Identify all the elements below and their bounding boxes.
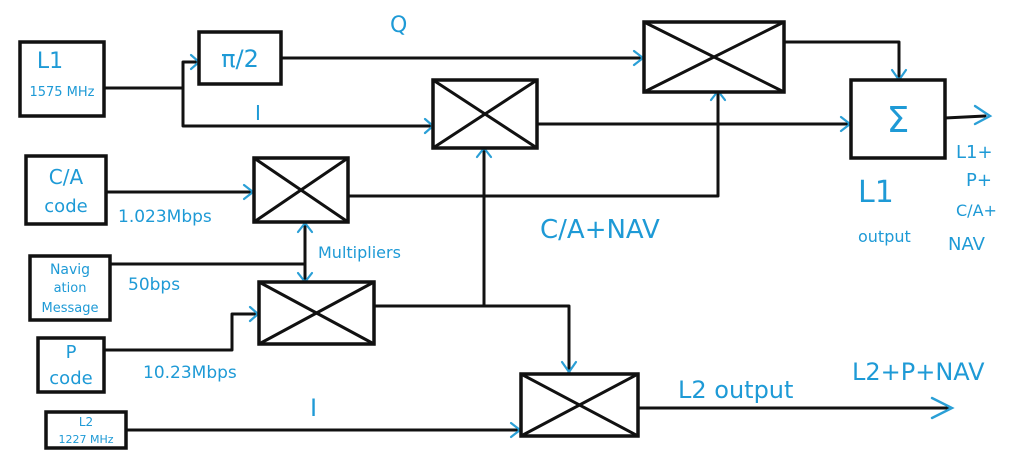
label-i-upper: I — [255, 101, 261, 125]
arrow-l2-output — [930, 396, 955, 420]
label-ca-nav: C/A+NAV — [540, 215, 660, 245]
label-multipliers: Multipliers — [318, 243, 401, 262]
ca-code-word: code — [44, 196, 87, 217]
summer-symbol: Σ — [887, 100, 910, 141]
label-l1-sum-3: C/A+ — [956, 201, 997, 220]
label-l1-sum-4: NAV — [948, 234, 986, 255]
phase-shift-label: π/2 — [221, 45, 259, 73]
wire-l1-to-phase — [181, 60, 200, 90]
q-multiplier — [642, 20, 786, 94]
label-p-rate: 10.23Mbps — [143, 363, 237, 383]
label-nav-rate: 50bps — [128, 275, 180, 295]
label-l1-output-1: L1 — [858, 175, 894, 210]
label-l1-sum-1: L1+ — [956, 142, 993, 163]
ca-nav-mixer — [252, 156, 350, 224]
arrow-down-l2-mixer — [560, 360, 578, 374]
labels: Q I 1.023Mbps Multipliers 50bps 10.23Mbp… — [118, 13, 997, 422]
i-carrier-multiplier — [431, 78, 539, 150]
ca-code-label: C/A — [49, 165, 84, 189]
arrow-l1-output — [973, 104, 993, 126]
l2-osc-label: L2 — [79, 415, 93, 429]
p-code-word: code — [49, 368, 92, 389]
l2-osc-frequency: 1227 MHz — [58, 433, 113, 446]
wire-sum-out — [943, 114, 987, 120]
label-i-lower: I — [310, 394, 317, 422]
nav-msg-line1: Navig — [50, 262, 90, 278]
p-nav-mixer — [257, 280, 376, 346]
summer: Σ — [849, 78, 947, 160]
l1-oscillator: L1 1575 MHz — [18, 40, 106, 118]
label-l1-sum-2: P+ — [966, 170, 992, 191]
p-code-source: P code — [36, 336, 106, 394]
phase-shifter: π/2 — [197, 30, 283, 86]
wire-ca-nav-out — [346, 90, 720, 198]
ca-code-source: C/A code — [24, 154, 108, 226]
label-ca-rate: 1.023Mbps — [118, 207, 212, 227]
label-l2-sum: L2+P+NAV — [852, 358, 985, 386]
l2-oscillator: L2 1227 MHz — [44, 410, 128, 450]
wire-p-code — [102, 312, 260, 352]
label-l1-output-2: output — [858, 227, 911, 246]
label-q: Q — [390, 13, 407, 38]
nav-msg-line2: ation — [54, 281, 87, 296]
wire-p-out — [372, 304, 571, 374]
label-l2-output: L2 output — [678, 376, 793, 404]
nav-message-source: Navig ation Message — [28, 254, 112, 322]
l2-multiplier — [519, 372, 640, 438]
wire-q-mult-to-sum — [782, 40, 901, 82]
p-code-label: P — [66, 342, 77, 363]
l1-osc-frequency: 1575 MHz — [29, 85, 94, 100]
l1-osc-label: L1 — [37, 49, 63, 74]
wire-l1-i-branch — [181, 86, 434, 128]
wires — [102, 40, 987, 432]
nav-msg-line3: Message — [42, 301, 99, 316]
